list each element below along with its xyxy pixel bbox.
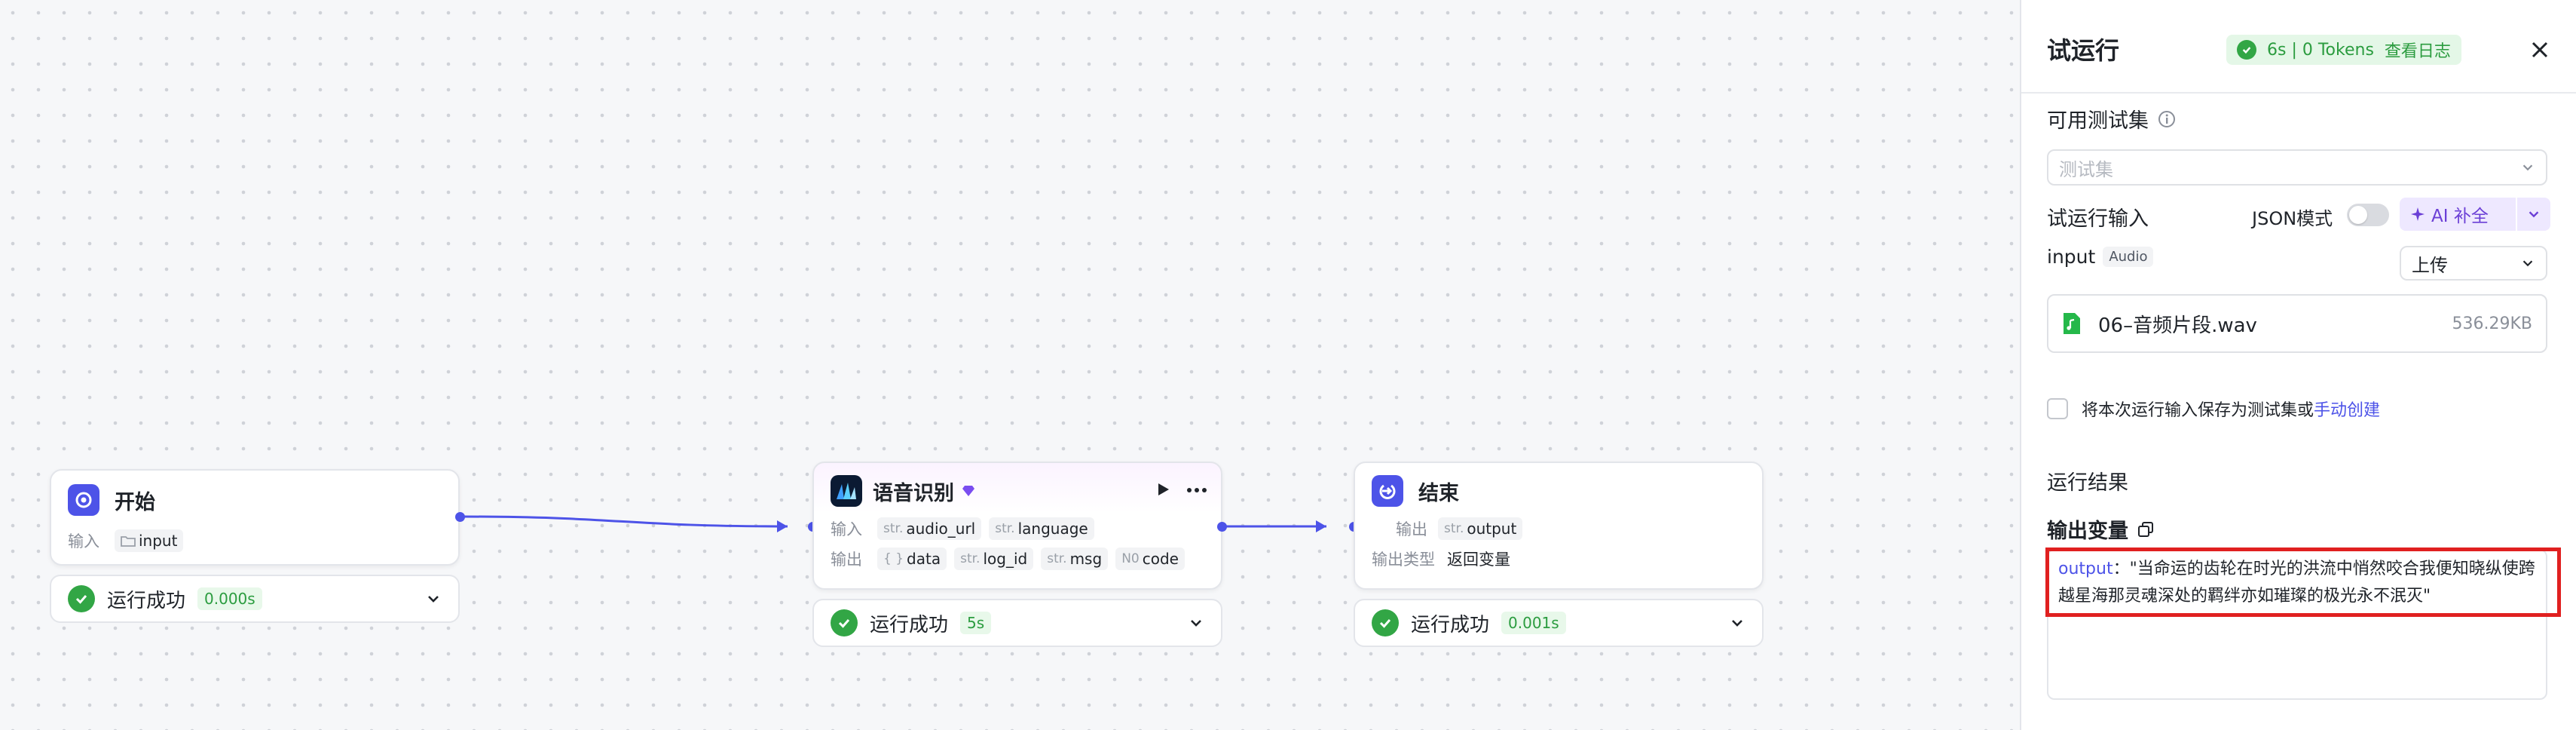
success-check-icon [2237, 40, 2256, 60]
chevron-down-icon[interactable] [1188, 615, 1204, 631]
save-testset-checkbox[interactable] [2047, 398, 2068, 419]
start-node-title: 开始 [115, 490, 155, 514]
asr-output-port[interactable] [1217, 522, 1227, 532]
audio-file-icon [2064, 313, 2080, 334]
more-icon[interactable] [1186, 487, 1207, 493]
input-label: 输入 [68, 532, 99, 551]
output-chip-msg: str.msg [1041, 548, 1109, 570]
start-status-bar[interactable]: 运行成功 0.000s [50, 575, 460, 623]
output-result-box [2047, 549, 2547, 700]
premium-diamond-icon [962, 486, 974, 496]
copy-icon[interactable] [2137, 521, 2154, 538]
output-chip-log-id: str.log_id [954, 548, 1034, 570]
ai-fill-label: AI 补全 [2431, 207, 2489, 226]
json-mode-toggle[interactable] [2347, 204, 2389, 226]
output-highlight: output："当命运的齿轮在时光的洪流中悄然咬合我便知晓纵使跨越星海那灵魂深处… [2045, 548, 2561, 617]
output-chip-data: { }data [877, 548, 947, 570]
status-text: 运行成功 [870, 613, 949, 636]
input-label: 输入 [831, 520, 862, 538]
input-type-tag: Audio [2103, 247, 2154, 267]
start-node[interactable]: 开始 输入 input [50, 469, 460, 566]
end-node[interactable]: 结束 输出 str.output 输出类型 返回变量 [1354, 462, 1764, 590]
output-type-label: 输出类型 [1372, 551, 1435, 569]
status-text: 运行成功 [107, 589, 186, 612]
result-title: 运行结果 [2047, 471, 2128, 495]
play-icon[interactable] [1155, 481, 1171, 498]
success-check-icon [1372, 609, 1399, 636]
chevron-down-icon[interactable] [1729, 615, 1745, 631]
end-node-title: 结束 [1418, 481, 1459, 505]
run-stats-text: 6s | 0 Tokens [2267, 40, 2374, 60]
input-name: input [2047, 246, 2096, 268]
input-variable-chip: input [115, 529, 184, 552]
output-chip-output: str.output [1438, 517, 1523, 540]
time-badge: 5s [960, 612, 992, 634]
connector-lines [460, 515, 1326, 532]
start-output-port[interactable] [455, 512, 465, 522]
asr-node[interactable]: 语音识别 输入 str.audio_url str.language 输出 { … [812, 462, 1222, 590]
test-run-panel: 试运行 6s | 0 Tokens 查看日志 可用测试集 测试集 试运行输入 J… [2020, 0, 2576, 730]
chevron-down-icon [2522, 164, 2533, 171]
output-type-value: 返回变量 [1447, 551, 1510, 569]
output-label: 输出 [1396, 520, 1427, 538]
time-badge: 0.000s [197, 587, 262, 610]
chevron-down-icon [2522, 260, 2533, 267]
info-icon [2158, 110, 2175, 127]
upload-label: 上传 [2412, 254, 2448, 276]
upload-select[interactable]: 上传 [2400, 246, 2547, 281]
end-icon [1372, 475, 1403, 507]
save-testset-text: 将本次运行输入保存为测试集或 [2082, 401, 2314, 420]
testset-select[interactable]: 测试集 [2047, 149, 2547, 186]
testset-placeholder: 测试集 [2059, 158, 2113, 180]
start-icon [68, 484, 99, 516]
file-name: 06–音频片段.wav [2098, 314, 2257, 337]
chevron-down-icon[interactable] [2526, 207, 2541, 222]
asr-logo-icon [831, 475, 862, 507]
panel-title: 试运行 [2047, 36, 2120, 65]
input-chip-audio-url: str.audio_url [877, 517, 982, 540]
run-input-label: 试运行输入 [2047, 207, 2149, 231]
manual-create-link[interactable]: 手动创建 [2314, 401, 2381, 420]
file-size: 536.29KB [2452, 314, 2533, 333]
output-var-title: 输出变量 [2047, 520, 2128, 543]
json-mode-label: JSON模式 [2252, 208, 2333, 229]
asr-status-bar[interactable]: 运行成功 5s [812, 599, 1222, 647]
run-stats-badge[interactable]: 6s | 0 Tokens 查看日志 [2226, 35, 2461, 65]
ai-fill-button[interactable]: AI 补全 [2400, 198, 2550, 231]
testset-label: 可用测试集 [2047, 109, 2149, 133]
folder-icon [121, 536, 136, 547]
end-status-bar[interactable]: 运行成功 0.001s [1354, 599, 1764, 647]
success-check-icon [68, 585, 95, 612]
close-icon[interactable] [2529, 39, 2550, 60]
success-check-icon [831, 609, 858, 636]
view-log-link[interactable]: 查看日志 [2384, 42, 2451, 61]
input-chip-language: str.language [989, 517, 1094, 540]
chevron-down-icon[interactable] [425, 590, 442, 607]
asr-node-title: 语音识别 [873, 481, 954, 505]
status-text: 运行成功 [1411, 613, 1490, 636]
output-label: 输出 [831, 551, 862, 569]
sparkle-icon [2411, 207, 2425, 221]
time-badge: 0.001s [1501, 612, 1566, 634]
uploaded-file-card[interactable]: 06–音频片段.wav 536.29KB [2047, 294, 2547, 353]
output-key: output [2058, 560, 2113, 578]
output-value: ："当命运的齿轮在时光的洪流中悄然咬合我便知晓纵使跨越星海那灵魂深处的羁绊亦如璀… [2058, 560, 2535, 606]
